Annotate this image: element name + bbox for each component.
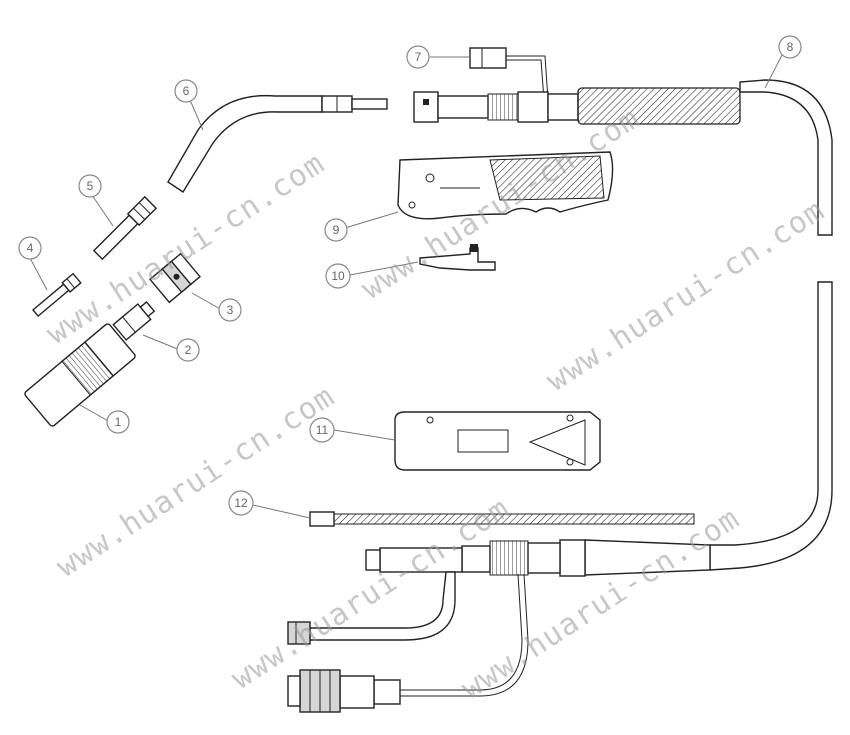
callout-5-label: 5	[87, 179, 94, 193]
watermark-4: www.huarui-cn.com	[50, 379, 341, 585]
callout-4-label: 4	[27, 241, 34, 255]
part-11-handle-cover	[394, 411, 601, 471]
callout-11: 11	[309, 417, 335, 443]
part-1-nozzle	[24, 323, 136, 427]
part-10-trigger	[419, 244, 496, 271]
watermark-6: www.huarui-cn.com	[455, 501, 746, 707]
callout-2-label: 2	[185, 343, 192, 357]
callout-6-label: 6	[183, 84, 190, 98]
callout-7-label: 7	[415, 50, 422, 64]
callout-10: 10	[325, 263, 351, 289]
callout-4: 4	[18, 236, 42, 260]
callout-10-label: 10	[331, 269, 345, 283]
callout-1-label: 1	[115, 415, 122, 429]
part-7-trigger-switch	[469, 47, 549, 101]
callout-3: 3	[218, 298, 242, 322]
callout-9: 9	[324, 218, 348, 242]
callout-3-label: 3	[227, 303, 234, 317]
callout-8-label: 8	[787, 40, 794, 54]
part-4-contact-tip	[31, 272, 82, 318]
callout-5: 5	[78, 174, 102, 198]
part-5-adapter	[92, 195, 158, 261]
part-3-gas-diffuser	[149, 252, 201, 304]
part-8-cable-assembly	[287, 79, 833, 713]
part-12-liner	[309, 511, 695, 527]
callout-12: 12	[228, 490, 254, 516]
callout-1: 1	[106, 410, 130, 434]
part-9-handle-shell	[397, 151, 614, 220]
watermark-3: www.huarui-cn.com	[540, 193, 831, 399]
callout-9-label: 9	[333, 223, 340, 237]
callout-leaders	[29, 54, 783, 519]
part-2-tip-holder	[112, 300, 156, 341]
callout-2: 2	[176, 338, 200, 362]
callout-6: 6	[174, 79, 198, 103]
callout-7: 7	[406, 45, 430, 69]
callout-12-label: 12	[234, 496, 248, 510]
callout-8: 8	[778, 35, 802, 59]
callout-11-label: 11	[316, 423, 329, 437]
part-6-swan-neck	[167, 94, 388, 193]
